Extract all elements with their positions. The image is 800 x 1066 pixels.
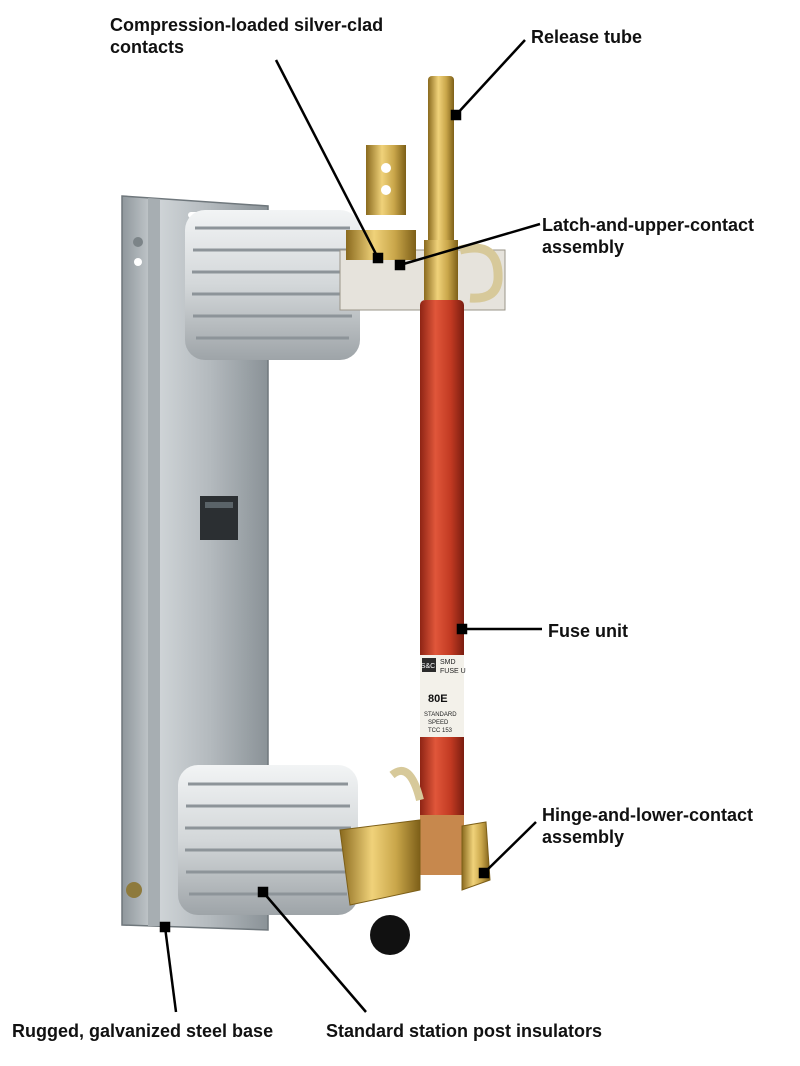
fuse-label-line1: SMD [440,659,456,666]
steel-base [121,195,269,931]
callout-release-tube: Release tube [531,27,643,47]
lower-contact-assembly [339,766,491,955]
fuse-label-line2: FUSE U [440,668,466,675]
callout-fuse-unit: Fuse unit [548,621,628,641]
leader-lines [159,39,542,1013]
callout-latch-upper-contact: Latch-and-upper-contact assembly [542,215,755,257]
fuse-label-rating: 80E [428,693,448,705]
fuse-label-tcc: TCC 153 [428,728,453,734]
callout-steel-base: Rugged, galvanized steel base [12,1021,274,1041]
callout-hinge-lower-contact: Hinge-and-lower-contact assembly [542,805,754,847]
release-tube [424,76,458,300]
lower-insulator [178,765,358,915]
fuse-label-brand: S&C [421,663,435,670]
upper-insulator [185,210,360,360]
fuse-unit: S&C SMD FUSE U 80E STANDARD SPEED TCC 15… [420,300,466,820]
fuse-label-speed1: STANDARD [424,712,457,718]
upper-contact-assembly [339,145,506,311]
callout-post-insulators: Standard station post insulators [326,1021,603,1041]
callout-contacts: Compression-loaded silver-clad contacts [110,15,384,57]
fuse-label-speed2: SPEED [428,720,449,726]
